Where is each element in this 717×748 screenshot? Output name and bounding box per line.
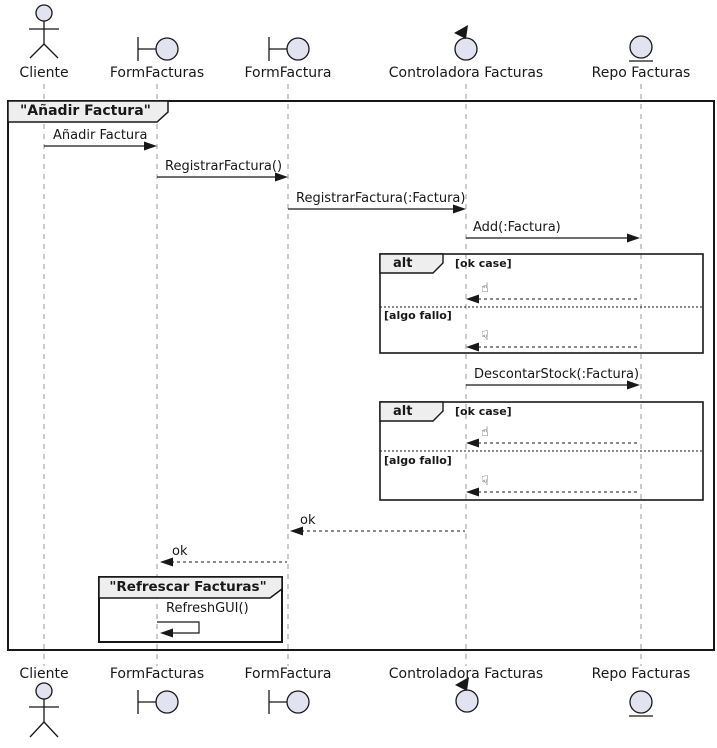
thumbs-down-icon: ☟: [481, 329, 489, 344]
participant-label-repo: Repo Facturas: [591, 65, 691, 81]
message-label: ok: [300, 513, 316, 528]
participant-label-cliente: Cliente: [19, 65, 69, 81]
arrowhead: [627, 380, 640, 390]
top-participant-icons: [29, 4, 653, 62]
inner-frame-title-tab: [98, 576, 283, 599]
message-label: ok: [172, 544, 188, 559]
participant-label-formfacturas: FormFacturas: [109, 65, 205, 81]
entity-icon: [629, 690, 653, 717]
guard-fail: [algo fallo]: [384, 454, 452, 467]
participant-label-repo: Repo Facturas: [591, 666, 691, 682]
sync-messages: [44, 141, 640, 390]
arrowhead: [466, 487, 479, 497]
message-label: Add(:Factura): [473, 220, 561, 235]
entity-icon: [629, 35, 653, 62]
self-message: [157, 621, 200, 638]
arrowhead: [144, 141, 157, 151]
guard-fail: [algo fallo]: [384, 309, 452, 322]
participant-label-formfacturas: FormFacturas: [109, 666, 205, 682]
arrowhead: [466, 342, 479, 352]
alt-fragment-2: [379, 401, 704, 501]
boundary-icon: [268, 690, 310, 714]
thumbs-up-icon: ☝: [481, 425, 489, 440]
control-icon: [455, 677, 479, 713]
arrowhead: [466, 438, 479, 448]
arrowhead: [627, 233, 640, 243]
participant-label-cliente: Cliente: [19, 666, 69, 682]
arrowhead: [275, 172, 288, 182]
guard-ok: [ok case]: [455, 257, 512, 270]
message-label: RefreshGUI(): [166, 601, 249, 616]
participant-label-formfactura: FormFactura: [244, 65, 332, 81]
participant-label-formfactura: FormFactura: [244, 666, 332, 682]
bottom-participant-icons: [29, 677, 653, 738]
actor-icon: [29, 682, 59, 738]
message-label: DescontarStock(:Factura): [474, 367, 640, 382]
participant-label-controladora: Controladora Facturas: [388, 65, 544, 81]
lifelines: [43, 84, 642, 666]
alt-operator-tab: [379, 401, 444, 422]
arrowhead: [290, 526, 303, 536]
boundary-icon: [137, 37, 179, 61]
outer-frame-title-tab: [7, 100, 169, 123]
participant-label-controladora: Controladora Facturas: [388, 666, 544, 682]
arrowhead: [453, 204, 466, 214]
message-label: Añadir Factura: [53, 128, 148, 143]
inner-frame-title: "Refrescar Facturas": [109, 579, 267, 595]
outer-frame: [7, 100, 715, 651]
return-arrowheads: [160, 294, 479, 567]
return-messages: [171, 298, 640, 563]
arrowhead: [160, 557, 173, 567]
control-icon: [454, 25, 478, 61]
alt-operator-label: alt: [393, 256, 413, 271]
alt-operator-tab: [379, 253, 444, 274]
alt-fragment-1: [379, 253, 704, 354]
thumbs-up-icon: ☝: [481, 281, 489, 296]
thumbs-down-icon: ☟: [481, 474, 489, 489]
boundary-icon: [137, 690, 179, 714]
message-label: RegistrarFactura(): [165, 159, 283, 174]
message-label: RegistrarFactura(:Factura): [296, 191, 466, 206]
inner-frame: [98, 576, 283, 643]
outer-frame-title: "Añadir Factura": [20, 103, 151, 119]
boundary-icon: [268, 37, 310, 61]
alt-operator-label: alt: [393, 404, 413, 419]
arrowhead: [160, 628, 173, 638]
guard-ok: [ok case]: [455, 405, 512, 418]
actor-icon: [29, 4, 59, 59]
arrowhead: [466, 294, 479, 304]
